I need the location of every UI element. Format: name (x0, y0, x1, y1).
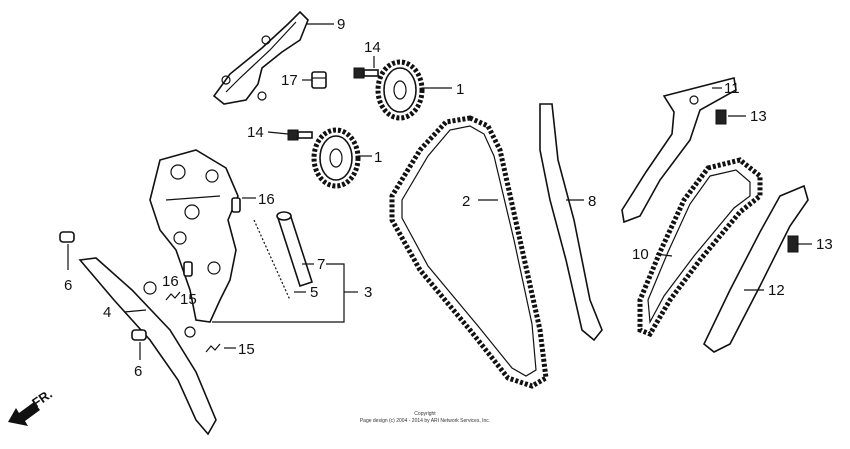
dowel-16-lower[interactable] (183, 261, 193, 277)
label-16-upper: 16 (258, 191, 275, 208)
label-11: 11 (724, 80, 740, 97)
label-15-lower: 15 (238, 341, 255, 358)
cam-chain-2[interactable] (389, 115, 549, 389)
label-3: 3 (364, 284, 372, 301)
push-rod-7[interactable] (276, 211, 314, 288)
primary-chain-10[interactable] (637, 157, 763, 338)
label-9: 9 (337, 16, 345, 33)
label-10: 10 (632, 246, 649, 263)
part-labels: 9 14 17 1 14 1 16 2 8 11 13 6 6 4 16 15 … (64, 16, 833, 380)
label-13-upper: 13 (750, 108, 767, 125)
clip-15-lower[interactable] (205, 343, 221, 353)
label-7: 7 (317, 256, 325, 273)
label-4: 4 (103, 304, 111, 321)
bolt-6-upper[interactable] (59, 231, 75, 243)
label-17: 17 (281, 72, 298, 89)
tensioner-lever-11[interactable] (621, 77, 737, 224)
clip-15-upper[interactable] (165, 291, 181, 301)
spring-5[interactable] (253, 219, 291, 301)
label-1-upper: 1 (456, 81, 464, 98)
cam-sprocket-upper[interactable] (375, 59, 425, 121)
label-16-lower: 16 (162, 273, 179, 290)
label-8: 8 (588, 193, 596, 210)
label-2: 2 (462, 193, 470, 210)
label-14-upper: 14 (364, 39, 381, 56)
tensioner-bracket[interactable] (149, 149, 239, 323)
label-1-lower: 1 (374, 149, 382, 166)
chain-guide-8[interactable] (539, 103, 603, 342)
label-13-lower: 13 (816, 236, 833, 253)
bolt-13-upper[interactable] (715, 109, 727, 125)
bolt-17[interactable] (311, 71, 327, 89)
label-15-upper: 15 (180, 291, 197, 308)
upper-chain-guide[interactable] (212, 10, 309, 105)
bolt-6-lower[interactable] (131, 329, 147, 341)
label-14-lower: 14 (247, 124, 264, 141)
copyright-notice: Page design (c) 2004 - 2014 by ARI Netwo… (359, 418, 491, 424)
dowel-16-upper[interactable] (231, 197, 241, 213)
label-6-lower: 6 (134, 363, 142, 380)
bolt-14-upper[interactable] (353, 67, 379, 79)
label-5: 5 (310, 284, 318, 301)
bolt-14-lower[interactable] (287, 129, 313, 141)
guide-bar-12[interactable] (703, 184, 809, 353)
front-direction-arrow: FR. (8, 386, 55, 426)
cam-sprocket-lower[interactable] (311, 127, 361, 189)
leader-lines (67, 23, 812, 360)
label-12: 12 (768, 282, 785, 299)
label-6-upper: 6 (64, 277, 72, 294)
copyright-title: Copyright (414, 411, 436, 417)
